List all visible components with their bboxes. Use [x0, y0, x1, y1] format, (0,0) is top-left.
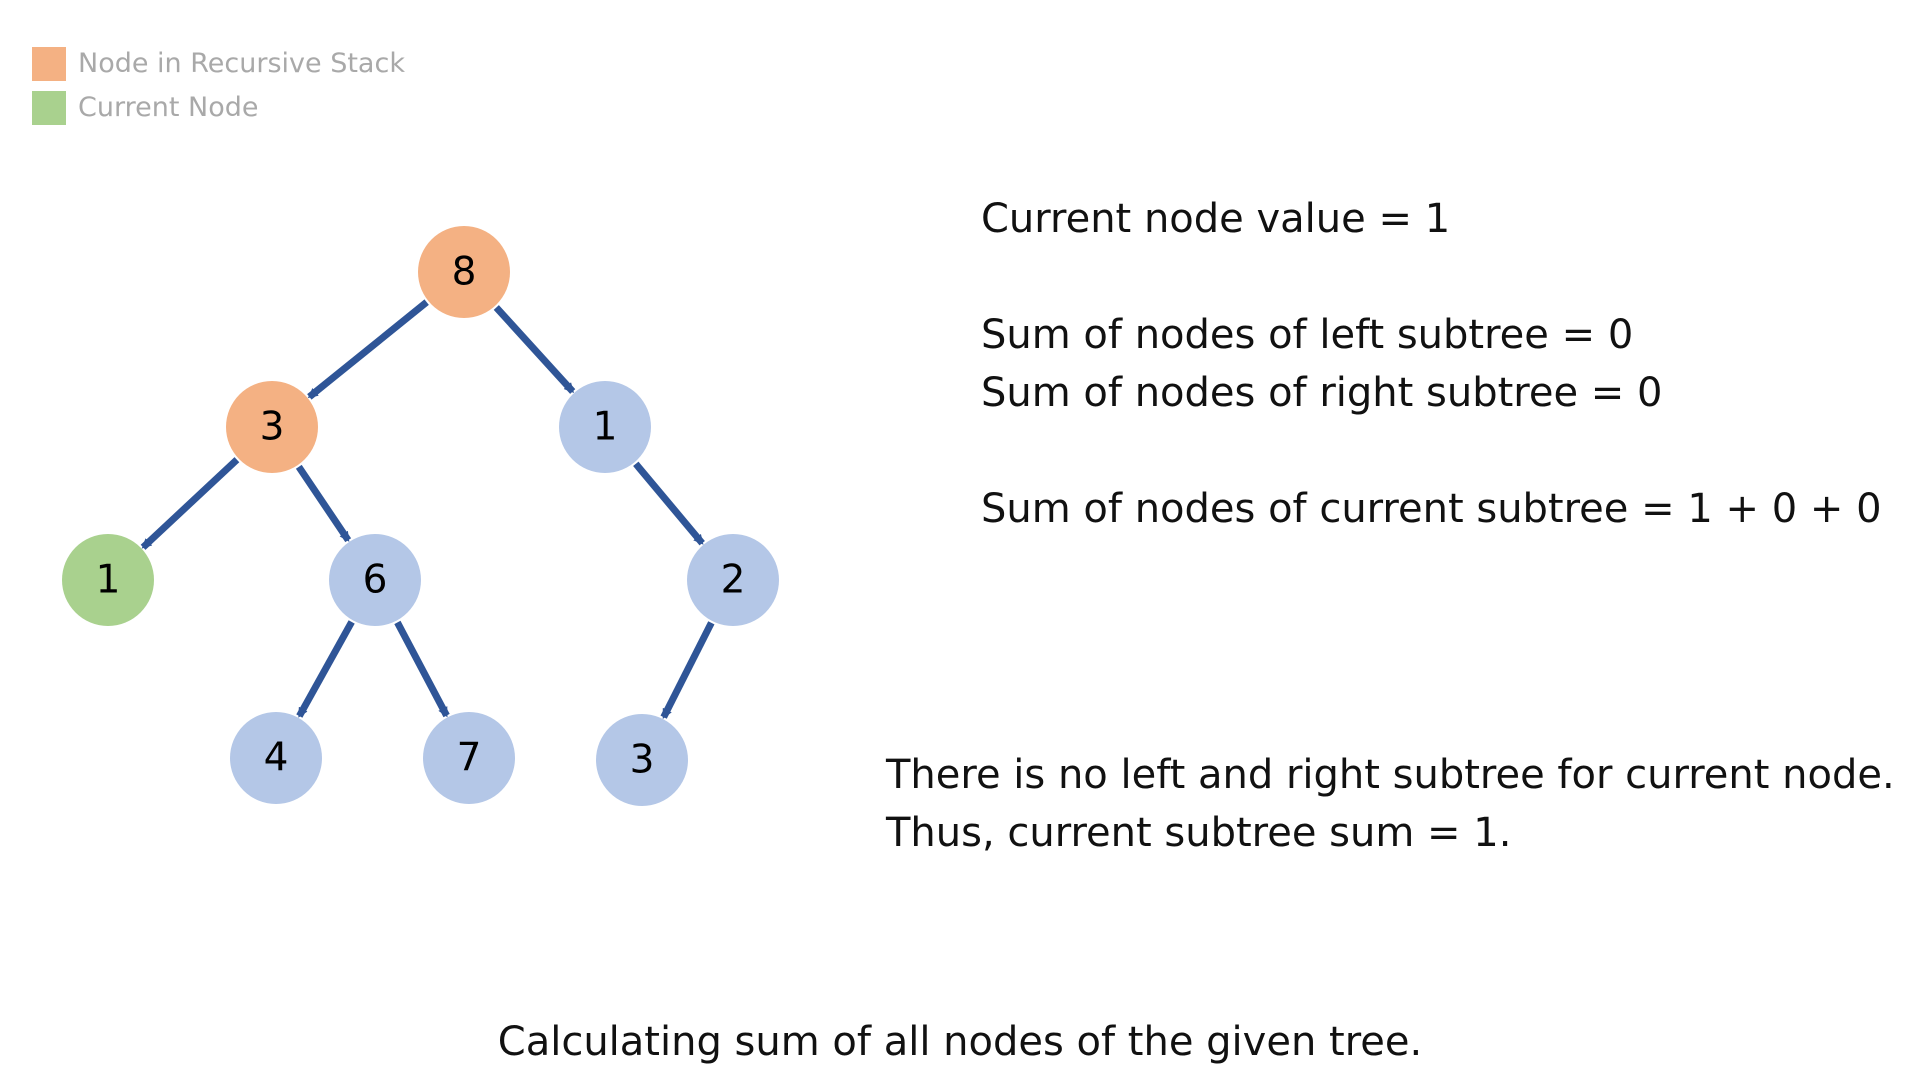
explanation-block: Current node value = 1 Sum of nodes of l…	[981, 190, 1882, 538]
tree-edge-n2-n3b	[660, 621, 715, 719]
tree-node-value: 1	[593, 405, 618, 450]
tree-node-circle	[423, 712, 515, 804]
current-node-value-text: Current node value = 1	[981, 196, 1451, 242]
tree-node-circle	[226, 381, 318, 473]
tree-node-n2: 2	[687, 534, 779, 626]
tree-node-value: 7	[457, 736, 482, 781]
tree-node-n3: 3	[226, 381, 318, 473]
binary-tree-diagram: 8 3 1 1 6 2 4 7 3	[62, 226, 779, 806]
tree-edge-n6-n4	[296, 620, 355, 718]
legend-item-current-node: Current Node	[32, 90, 405, 126]
legend: Node in Recursive Stack Current Node	[32, 46, 405, 134]
tree-edge-n8-n3	[307, 299, 429, 400]
tree-node-value: 6	[363, 558, 388, 603]
conclusion-block: There is no left and right subtree for c…	[886, 746, 1895, 862]
tree-edge-n3-n6	[295, 464, 352, 543]
tree-node-circle	[230, 712, 322, 804]
current-subtree-sum-text: Sum of nodes of current subtree = 1 + 0 …	[981, 486, 1882, 532]
left-subtree-sum-text: Sum of nodes of left subtree = 0	[981, 312, 1634, 358]
tree-edge-n1-n2	[633, 461, 705, 546]
legend-swatch-current-node	[32, 91, 66, 125]
tree-node-value: 4	[264, 736, 289, 781]
tree-node-circle	[418, 226, 510, 318]
conclusion-line-2: Thus, current subtree sum = 1.	[886, 810, 1512, 856]
legend-swatch-recursive-stack	[32, 47, 66, 81]
tree-node-n1: 1	[559, 381, 651, 473]
tree-nodes: 8 3 1 1 6 2 4 7 3	[62, 226, 779, 806]
tree-node-n3b: 3	[596, 714, 688, 806]
legend-label-current-node: Current Node	[78, 92, 259, 123]
tree-node-circle	[596, 714, 688, 806]
tree-node-n6: 6	[329, 534, 421, 626]
tree-edge-n8-n1	[493, 305, 576, 394]
tree-node-value: 8	[452, 250, 477, 295]
tree-node-value: 1	[96, 558, 121, 603]
legend-label-recursive-stack: Node in Recursive Stack	[78, 48, 405, 79]
tree-edges	[140, 299, 715, 719]
tree-edge-n6-n7	[394, 620, 450, 718]
tree-edge-n3-n1b	[140, 457, 240, 550]
tree-node-n8: 8	[418, 226, 510, 318]
diagram-caption: Calculating sum of all nodes of the give…	[497, 1019, 1423, 1065]
tree-node-circle	[559, 381, 651, 473]
conclusion-line-1: There is no left and right subtree for c…	[886, 752, 1895, 798]
tree-node-circle	[62, 534, 154, 626]
tree-node-circle	[687, 534, 779, 626]
legend-item-recursive-stack: Node in Recursive Stack	[32, 46, 405, 82]
tree-node-n1b: 1	[62, 534, 154, 626]
tree-node-circle	[329, 534, 421, 626]
tree-node-n4: 4	[230, 712, 322, 804]
right-subtree-sum-text: Sum of nodes of right subtree = 0	[981, 370, 1663, 416]
tree-node-value: 3	[260, 405, 285, 450]
tree-node-value: 3	[630, 738, 655, 783]
tree-node-value: 2	[721, 558, 746, 603]
tree-node-n7: 7	[423, 712, 515, 804]
